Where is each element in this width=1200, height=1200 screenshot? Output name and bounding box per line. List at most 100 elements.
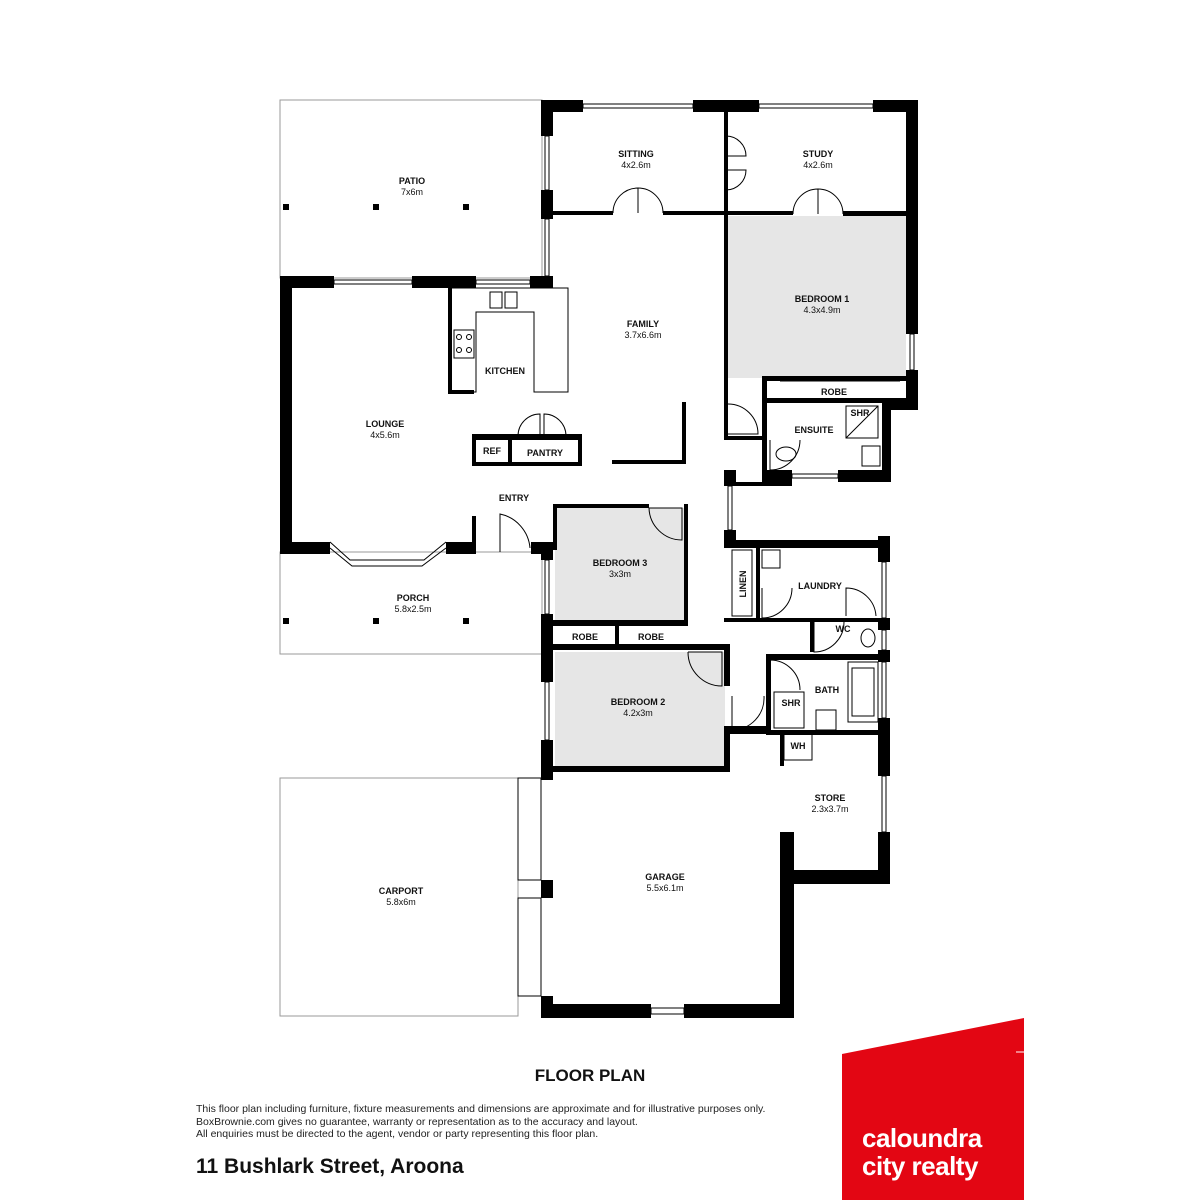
kitchen-bench [452,287,569,393]
wall [724,618,890,622]
door-swing [727,403,759,435]
wall [472,434,476,466]
wall [762,436,767,482]
wall [878,618,890,630]
door-swing [731,695,765,731]
window [544,135,550,191]
property-address: 11 Bushlark Street, Aroona [196,1155,464,1178]
room-dim-bedroom3: 3x3m [609,569,631,579]
door-swing [725,135,747,157]
room-label-laundry: LAUNDRY [798,581,842,591]
shaded-rooms [555,216,906,766]
wall [280,276,334,288]
room-label-kitchen: KITCHEN [485,366,525,376]
door-swing [499,513,531,552]
window [582,103,694,109]
room-dim-store: 2.3x3.7m [811,804,848,814]
wall [280,276,292,552]
wall [724,540,890,548]
cooktop-icon [453,329,475,359]
wall [530,276,553,288]
wall [843,211,918,216]
wall [766,730,890,735]
wall [766,654,771,734]
wall [280,542,330,554]
disclaimer-line: This floor plan including furniture, fix… [196,1103,766,1115]
basin-icon [861,445,881,467]
wall [412,276,476,288]
wall [724,482,792,486]
basin-icon [815,709,837,731]
doors [499,135,877,731]
wall [541,880,553,898]
room-label-robe3: ROBE [638,632,664,642]
post-2 [373,204,379,210]
wall [878,536,890,562]
wall [762,376,767,442]
room-label-garage: GARAGE [645,872,685,882]
window [517,777,542,881]
door-swing [792,188,819,215]
toilet-icon [860,628,876,648]
room-dim-family: 3.7x6.6m [624,330,661,340]
walls [280,100,918,1018]
wall [553,644,688,650]
door-swing [761,587,793,619]
wall [578,434,582,466]
wall [553,620,688,626]
door-swing [845,587,877,617]
wall [810,618,814,652]
room-label-linen: LINEN [738,571,748,598]
brand-line-2: city realty [862,1151,978,1181]
burner [466,334,472,340]
window [791,473,839,479]
room-label-pantry: PANTRY [527,448,563,458]
room-label-carport: CARPORT [379,886,424,896]
room-label-family: FAMILY [627,319,659,329]
water-heater-box [783,733,813,761]
carport-outline [279,777,519,1017]
wall [541,542,553,560]
room-dim-study: 4x2.6m [803,160,833,170]
sink-icon [489,291,503,309]
room-label-bedroom2: BEDROOM 2 [611,697,666,707]
window [544,681,550,741]
room-label-porch: PORCH [397,593,430,603]
brand-name: caloundra city realty [862,1124,982,1180]
wall [446,542,476,554]
window [727,485,733,531]
shower-icon [845,405,879,439]
shower-icon [845,405,879,439]
linen-shelf [731,549,753,617]
brand-line-1: caloundra [862,1123,982,1153]
wall [541,772,553,778]
wall [766,654,890,660]
tub-icon [761,549,781,569]
wall [684,644,730,650]
door-swing [612,187,639,214]
disclaimer-line: All enquiries must be directed to the ag… [196,1128,599,1140]
room-dim-carport: 5.8x6m [386,897,416,907]
door-swing [813,621,845,653]
window [475,279,531,285]
outdoor-outlines [279,99,543,1017]
room-label-bedroom3: BEDROOM 3 [593,558,648,568]
room-dim-garage: 5.5x6.1m [646,883,683,893]
room-label-shr2: SHR [781,698,801,708]
wall [541,1004,651,1018]
room-dim-sitting: 4x2.6m [621,160,651,170]
wall [472,516,476,552]
wall [541,211,613,215]
bedroom1-fill [728,216,906,378]
post-1 [283,204,289,210]
wall [541,215,553,219]
post-6 [463,618,469,624]
wall [906,100,918,334]
burner [466,347,472,353]
room-dim-lounge: 4x5.6m [370,430,400,440]
room-label-bedroom1: BEDROOM 1 [795,294,850,304]
door-swing [725,169,747,191]
door-swing [543,413,567,437]
room-label-store: STORE [815,793,846,803]
bay-window [329,541,447,561]
